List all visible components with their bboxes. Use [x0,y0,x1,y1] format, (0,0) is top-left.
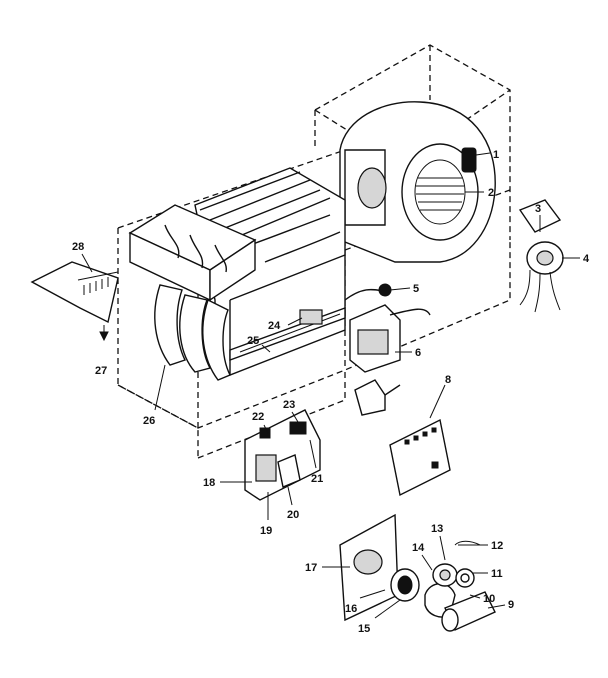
callout-25: 25 [247,335,259,347]
callout-21: 21 [311,473,323,485]
pilot-assembly [299,283,392,325]
callout-12: 12 [491,540,503,552]
junction-box [244,409,321,501]
leader-lines [81,152,580,619]
callout-17: 17 [305,562,317,574]
limit-switch [518,199,564,313]
callout-labels: 1 2 3 4 5 6 8 9 10 11 12 13 14 15 16 17 … [72,149,590,635]
callout-24: 24 [268,320,281,332]
callout-18: 18 [203,477,215,489]
gas-valve [349,304,431,373]
callout-26: 26 [143,415,155,427]
callout-22: 22 [252,411,264,423]
callout-8: 8 [445,374,451,386]
burner-box [128,204,257,302]
callout-14: 14 [412,542,425,554]
callout-23: 23 [283,399,295,411]
callout-6: 6 [415,347,421,359]
callout-3: 3 [535,203,541,215]
callout-13: 13 [431,523,443,535]
blower-housing [339,101,496,263]
callout-15: 15 [358,623,370,635]
callout-27: 27 [95,365,107,377]
callout-28: 28 [72,241,84,253]
callout-27-arrow [99,331,109,342]
callout-4: 4 [583,253,590,265]
inducer-assembly [339,513,496,632]
callout-16: 16 [345,603,357,615]
burner-shield [30,261,119,324]
control-module [389,418,451,497]
callout-9: 9 [508,599,514,611]
callout-2: 2 [488,187,494,199]
callout-5: 5 [413,283,419,295]
callout-10: 10 [483,593,495,605]
callout-1: 1 [493,149,499,161]
callout-19: 19 [260,525,272,537]
burners [154,284,231,381]
callout-20: 20 [287,509,299,521]
pressure-switch [354,379,401,416]
callout-11: 11 [491,568,503,580]
